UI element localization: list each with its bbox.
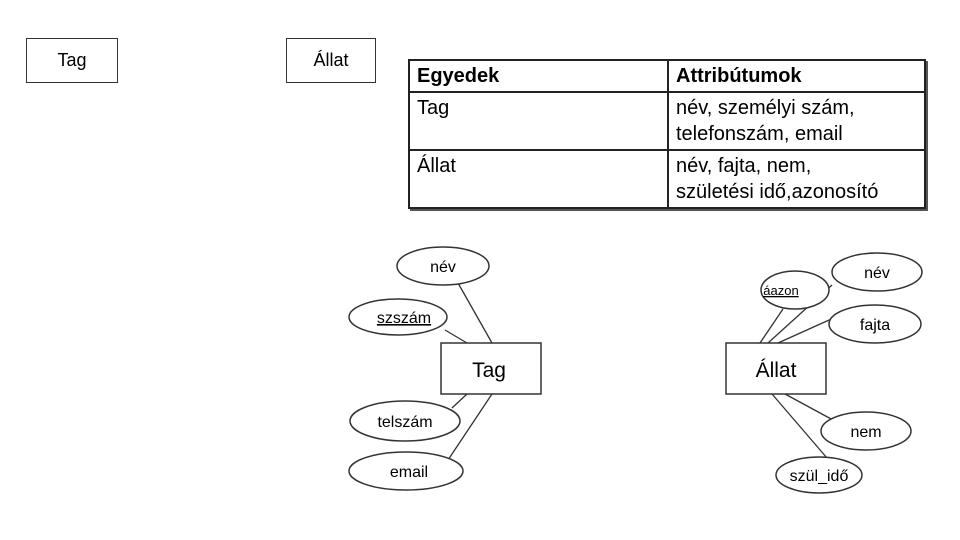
attribute-ellipse	[828, 304, 922, 344]
allat-attr-azon: áazon	[760, 270, 830, 310]
attribute-ellipse	[831, 252, 923, 292]
attribute-ellipse	[348, 298, 448, 336]
connector-allat-szulido	[771, 393, 828, 459]
row-entity: Állat	[408, 149, 669, 209]
key-attribute-label: áazon	[763, 283, 798, 298]
table-header-row: Egyedek Attribútumok	[408, 59, 926, 93]
key-attribute-label: szszám	[377, 310, 431, 327]
table-row: Állat név, fajta, nem, születési idő,azo…	[408, 149, 926, 209]
attr-line: név, személyi szám,	[676, 97, 855, 119]
header-attributes: Attribútumok	[667, 59, 926, 93]
entity-label: Tag	[472, 359, 506, 382]
attribute-ellipse	[396, 246, 490, 286]
attribute-label: nem	[850, 424, 881, 441]
attribute-label: név	[864, 265, 890, 282]
attribute-ellipse	[348, 451, 464, 491]
connector-allat-nem	[784, 393, 834, 421]
attribute-label: szül_idő	[790, 468, 849, 485]
entities-table: Egyedek Attribútumok Tag név, személyi s…	[408, 59, 926, 209]
attribute-ellipse	[349, 400, 461, 442]
allat-attr-szulido: szül_idő	[775, 456, 863, 494]
tag-entity-label: Tag	[57, 50, 87, 70]
attribute-label: név	[430, 259, 456, 276]
row-attributes: név, személyi szám, telefonszám, email	[667, 91, 926, 151]
tag-attr-szszam: szszám	[348, 298, 448, 336]
attr-line: születési idő,azonosító	[676, 181, 879, 203]
attribute-ellipse	[775, 456, 863, 494]
table-row: Tag név, személyi szám, telefonszám, ema…	[408, 91, 926, 151]
row-attributes: név, fajta, nem, születési idő,azonosító	[667, 149, 926, 209]
header-entities: Egyedek	[408, 59, 669, 93]
attr-line: telefonszám, email	[676, 123, 843, 145]
tag-connectors	[444, 282, 493, 461]
connector-tag-telszam	[451, 393, 468, 409]
connector-allat-azon	[759, 308, 784, 344]
allat-entity-box: Állat	[286, 38, 376, 83]
tag-attr-email: email	[348, 451, 464, 491]
entity-label: Állat	[756, 359, 797, 382]
allat-attr-nem: nem	[820, 411, 912, 451]
allat-entity-label: Állat	[313, 50, 349, 70]
connector-tag-szszam	[444, 329, 468, 344]
tag-entity: Tag	[440, 342, 542, 395]
attribute-label: telszám	[377, 414, 432, 431]
attribute-label: email	[390, 464, 428, 481]
tag-attr-nev: név	[396, 246, 490, 286]
allat-attr-nev: név	[831, 252, 923, 292]
entity-rect	[725, 342, 827, 395]
allat-attr-fajta: fajta	[828, 304, 922, 344]
tag-entity-box: Tag	[26, 38, 118, 83]
connector-allat-fajta	[777, 315, 839, 344]
attribute-label: fajta	[860, 317, 890, 334]
row-entity: Tag	[408, 91, 669, 151]
connector-tag-email	[447, 393, 493, 461]
attribute-ellipse	[820, 411, 912, 451]
attribute-ellipse	[760, 270, 830, 310]
entity-rect	[440, 342, 542, 395]
connector-tag-nev	[457, 282, 493, 344]
attr-line: név, fajta, nem,	[676, 155, 812, 177]
allat-entity: Állat	[725, 342, 827, 395]
tag-attr-telszam: telszám	[349, 400, 461, 442]
